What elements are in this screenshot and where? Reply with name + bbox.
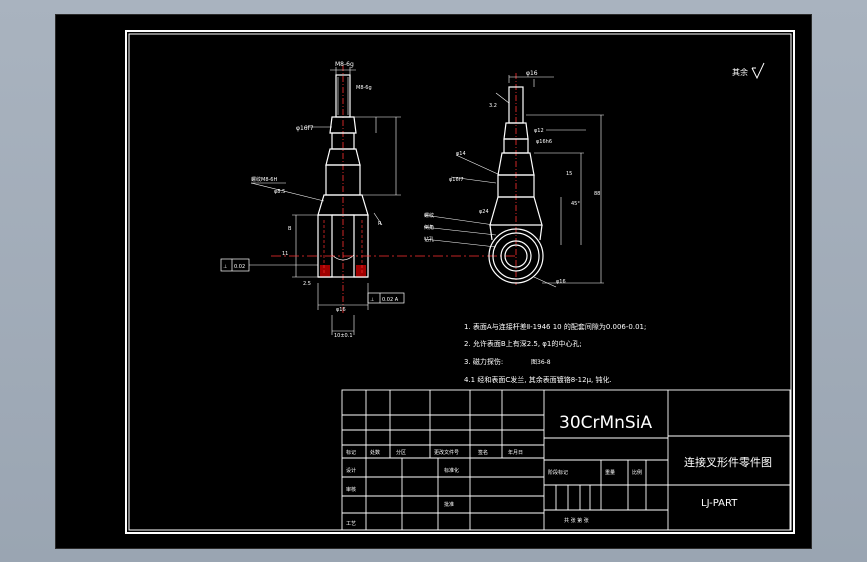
note-2: 2. 允许表面B上有深2.5, φ1的中心孔; xyxy=(464,339,582,348)
fork-side-view xyxy=(488,73,544,285)
fork-side-dim-text: φ16 φ12 φ16h6 φ14 φ16f7 φ24 螺纹 倒角 钻孔 φ16… xyxy=(424,70,600,285)
svg-text:3.2: 3.2 xyxy=(489,103,497,109)
svg-text:φ16f7: φ16f7 xyxy=(449,177,464,183)
svg-text:处数: 处数 xyxy=(370,449,380,456)
fork-front-dimensions xyxy=(250,67,401,335)
svg-text:0.02: 0.02 xyxy=(234,264,245,270)
title-block xyxy=(341,389,791,531)
tolerance-frame-left: ⊥ 0.02 xyxy=(220,258,318,272)
svg-text:签名: 签名 xyxy=(478,449,488,456)
note-4: 4.1 经和表面C发兰, 其余表面镀铬8-12μ, 钝化. xyxy=(464,375,612,384)
svg-text:φ14: φ14 xyxy=(456,151,466,157)
svg-text:⊥: ⊥ xyxy=(370,297,374,303)
svg-text:分区: 分区 xyxy=(396,449,406,456)
svg-text:88: 88 xyxy=(594,191,600,197)
svg-text:15: 15 xyxy=(566,171,572,177)
drawing-canvas: 其余 xyxy=(55,14,812,549)
svg-text:M8-6g: M8-6g xyxy=(335,61,354,68)
svg-text:重量: 重量 xyxy=(605,469,615,476)
note-3-extra: 图36-8 xyxy=(531,359,551,366)
fork-side-dimensions xyxy=(423,75,604,288)
svg-text:其余: 其余 xyxy=(732,67,748,77)
svg-text:共 张 第 张: 共 张 第 张 xyxy=(564,517,589,524)
svg-text:φ16h6: φ16h6 xyxy=(536,139,552,145)
svg-text:标准化: 标准化 xyxy=(444,467,459,474)
svg-text:批准: 批准 xyxy=(444,501,454,508)
fork-front-dim-text: M8-6g M8-6g φ16f7 螺纹M8-6H φ8.5 B 11 R φ1… xyxy=(251,61,382,339)
material-label: 30CrMnSiA xyxy=(559,413,652,433)
roughness-symbol: 其余 xyxy=(732,62,765,80)
svg-text:螺纹M8-6H: 螺纹M8-6H xyxy=(251,176,277,183)
svg-text:⊥: ⊥ xyxy=(223,264,227,270)
svg-text:R: R xyxy=(378,221,382,227)
svg-text:年月日: 年月日 xyxy=(508,449,523,456)
svg-text:11: 11 xyxy=(282,251,288,257)
engineering-drawing: 其余 xyxy=(125,30,795,534)
svg-text:阶段标记: 阶段标记 xyxy=(548,469,568,476)
svg-text:φ12: φ12 xyxy=(534,128,544,134)
svg-text:45°: 45° xyxy=(571,201,580,207)
svg-text:审核: 审核 xyxy=(346,486,356,493)
svg-text:2.5: 2.5 xyxy=(303,281,311,287)
tolerance-frame-bottom: ⊥ 0.02 A xyxy=(367,292,405,304)
svg-text:倒角: 倒角 xyxy=(424,224,434,231)
drawing-number: LJ-PART xyxy=(701,498,738,509)
svg-text:标记: 标记 xyxy=(346,449,356,456)
part-name: 连接叉形件零件图 xyxy=(684,456,772,469)
note-3: 3. 磁力探伤: xyxy=(464,357,503,366)
svg-text:螺纹: 螺纹 xyxy=(424,212,434,219)
svg-text:φ16: φ16 xyxy=(336,307,346,313)
svg-text:0.02 A: 0.02 A xyxy=(382,297,399,303)
svg-text:φ16: φ16 xyxy=(526,70,538,77)
svg-text:钻孔: 钻孔 xyxy=(424,236,434,243)
note-1: 1. 表面A与连接杆差Ⅱ-1946 10 的配套间隙为0.006-0.01; xyxy=(464,322,646,331)
fork-front-view xyxy=(317,65,369,315)
title-block-text: 30CrMnSiA 连接叉形件零件图 LJ-PART 标记 处数 分区 更改文件… xyxy=(346,413,772,527)
svg-text:B: B xyxy=(288,226,292,232)
svg-text:设计: 设计 xyxy=(346,467,356,474)
svg-text:工艺: 工艺 xyxy=(346,521,356,527)
svg-text:φ8.5: φ8.5 xyxy=(274,189,285,195)
svg-text:比例: 比例 xyxy=(632,469,642,476)
outer-frame xyxy=(125,30,795,534)
svg-text:φ16f7: φ16f7 xyxy=(296,125,314,132)
svg-text:更改文件号: 更改文件号 xyxy=(434,449,459,456)
svg-text:10±0.1: 10±0.1 xyxy=(334,333,353,339)
technical-notes: 1. 表面A与连接杆差Ⅱ-1946 10 的配套间隙为0.006-0.01; 2… xyxy=(464,322,646,384)
svg-text:φ16: φ16 xyxy=(556,279,566,285)
svg-text:M8-6g: M8-6g xyxy=(356,85,372,91)
svg-text:φ24: φ24 xyxy=(479,209,489,215)
